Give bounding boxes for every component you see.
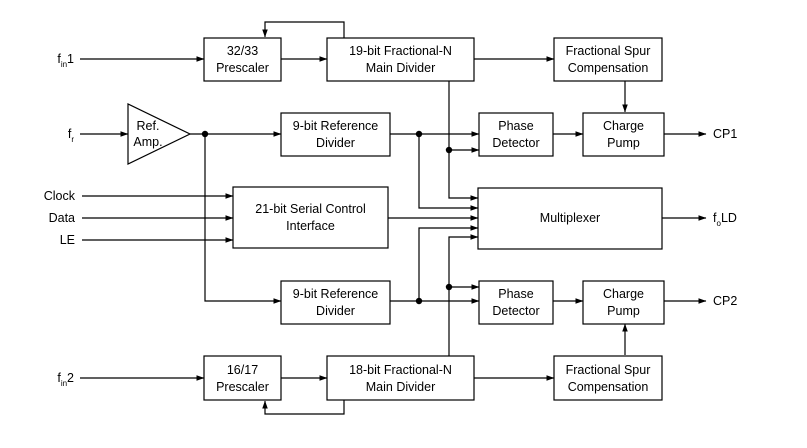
signal-label-le: LE [60,233,75,247]
block-line: Prescaler [216,380,269,394]
junction-dot [445,146,453,154]
wire-feedback-top [262,21,345,38]
block-line: Detector [492,304,539,318]
block-multiplexer: Multiplexer [477,187,663,250]
junction-dot [415,130,423,138]
block-ref-divider-bot: 9-bit Reference Divider [280,280,391,325]
block-line: Phase [498,119,533,133]
block-ref-amp: Ref. Amp. [127,103,192,165]
block-line: Pump [607,304,640,318]
block-prescaler-top: 32/33 Prescaler [203,37,282,82]
block-line: 19-bit Fractional-N [349,44,452,58]
block-spur-comp-bot: Fractional Spur Compensation [553,355,663,401]
block-phase-detector-top: Phase Detector [478,112,554,157]
signal-label-fold: foLD [713,211,737,228]
block-line: Pump [607,136,640,150]
block-line: Fractional Spur [566,44,651,58]
block-line: 9-bit Reference [293,287,379,301]
block-serial-interface: 21-bit Serial Control Interface [232,186,389,249]
block-line: Phase [498,287,533,301]
junction-dot [445,283,453,291]
block-charge-pump-top: Charge Pump [582,112,665,157]
wire-divider-bot-up [448,234,479,356]
block-line: Multiplexer [540,211,600,225]
block-line: Main Divider [366,380,435,394]
block-line: Prescaler [216,61,269,75]
block-prescaler-bot: 16/17 Prescaler [203,355,282,401]
block-spur-comp-top: Fractional Spur Compensation [553,37,663,82]
wire-amp-to-refdiv-bot [204,134,282,304]
block-line: Divider [316,136,355,150]
block-line: Ref. [137,119,160,133]
signal-label-fin1: fin1 [57,52,74,69]
block-line: Charge [603,287,644,301]
block-line: Fractional Spur [566,363,651,377]
block-ref-divider-top: 9-bit Reference Divider [280,112,391,157]
signal-label-data: Data [49,211,75,225]
block-line: Compensation [568,61,649,75]
wire-refdiv-bot-to-mux [418,225,479,301]
junctions [201,130,453,305]
block-phase-detector-bot: Phase Detector [478,280,554,325]
block-line: 16/17 [227,363,258,377]
block-line: 9-bit Reference [293,119,379,133]
block-line: Main Divider [366,61,435,75]
block-line: 18-bit Fractional-N [349,363,452,377]
block-line: Charge [603,119,644,133]
block-main-divider-top: 19-bit Fractional-N Main Divider [326,37,475,82]
block-main-divider-bot: 18-bit Fractional-N Main Divider [326,355,475,401]
junction-dot [201,130,209,138]
signal-label-fr: fr [68,127,74,144]
block-line: Divider [316,304,355,318]
signal-label-cp2: CP2 [713,294,737,308]
block-line: Detector [492,136,539,150]
wire-divider-top-down [448,81,479,201]
signal-label-fin2: fin2 [57,371,74,388]
block-line: Interface [286,219,335,233]
junction-dot [415,297,423,305]
signal-wires [80,21,707,415]
block-charge-pump-bot: Charge Pump [582,280,665,325]
block-line: 32/33 [227,44,258,58]
block-line: Amp. [133,135,162,149]
wire-feedback-bot [262,400,345,415]
block-line: 21-bit Serial Control [255,202,365,216]
signal-label-cp1: CP1 [713,127,737,141]
signal-label-clock: Clock [44,189,76,203]
block-line: Compensation [568,380,649,394]
wire-refdiv-top-to-mux [418,134,479,211]
